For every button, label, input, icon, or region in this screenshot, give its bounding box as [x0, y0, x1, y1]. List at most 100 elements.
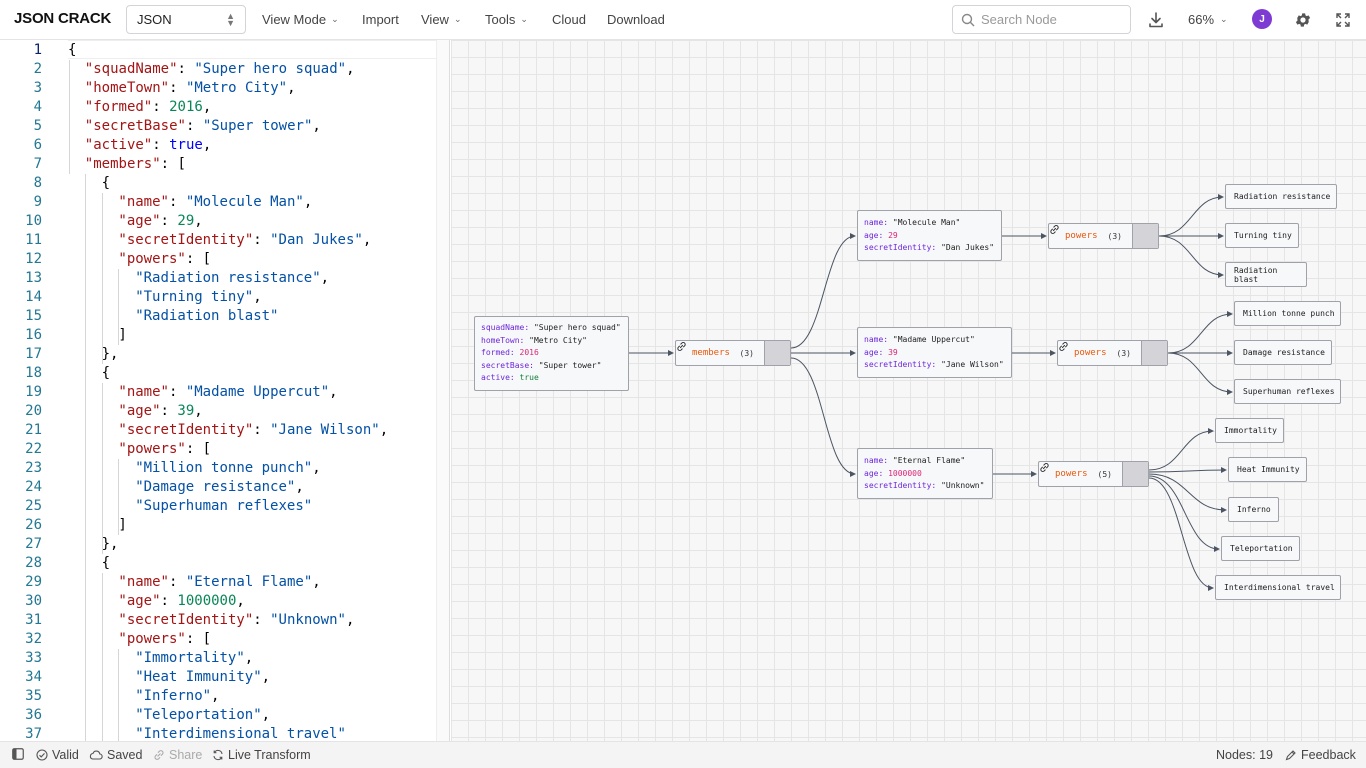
menu-view-mode[interactable]: View Mode⌄ [262, 12, 339, 27]
code-line[interactable]: "name": "Eternal Flame", [118, 573, 320, 592]
node-member-3[interactable]: name: "Eternal Flame" age: 1000000 secre… [857, 448, 993, 499]
format-select[interactable]: JSON ▲▼ [126, 5, 246, 34]
node-leaf[interactable]: Heat Immunity [1228, 457, 1307, 482]
code-line[interactable]: "Radiation blast" [135, 307, 278, 326]
editor-scrollbar[interactable] [436, 40, 449, 741]
search-node-input[interactable] [981, 12, 1121, 27]
code-token: 1000000 [177, 593, 237, 609]
node-powers-3[interactable]: powers (5) [1038, 461, 1149, 487]
link-icon[interactable] [677, 341, 790, 365]
node-member-1[interactable]: name: "Molecule Man" age: 29 secretIdent… [857, 210, 1002, 261]
link-icon[interactable] [1059, 341, 1167, 365]
code-line[interactable]: "secretIdentity": "Unknown", [118, 611, 354, 630]
node-root[interactable]: squadName: "Super hero squad" homeTown: … [474, 316, 629, 391]
code-token: "powers" [118, 631, 186, 647]
node-members[interactable]: members (3) [675, 340, 791, 366]
code-line[interactable]: "Radiation resistance", [135, 269, 329, 288]
code-line[interactable]: "age": 1000000, [118, 592, 244, 611]
menu-view[interactable]: View⌄ [421, 12, 462, 27]
zoom-menu[interactable]: 66%⌄ [1188, 12, 1228, 27]
menu-import[interactable]: Import [362, 12, 399, 27]
code-line[interactable]: "active": true, [85, 136, 211, 155]
node-count: Nodes: 19 [1216, 748, 1273, 762]
code-line[interactable]: "formed": 2016, [85, 98, 211, 117]
code-line[interactable]: }, [102, 345, 119, 364]
node-leaf[interactable]: Superhuman reflexes [1234, 379, 1341, 404]
code-line[interactable]: "Inferno", [135, 687, 219, 706]
code-line[interactable]: { [68, 41, 76, 60]
node-leaf[interactable]: Inferno [1228, 497, 1279, 522]
node-leaf[interactable]: Teleportation [1221, 536, 1300, 561]
graph-canvas[interactable]: squadName: "Super hero squad" homeTown: … [451, 40, 1366, 741]
indent-guide [118, 459, 120, 535]
indent-guide [69, 60, 70, 174]
node-leaf[interactable]: Interdimensional travel [1215, 575, 1341, 600]
code-line[interactable]: "secretBase": "Super tower", [85, 117, 321, 136]
node-row: age: 1000000 [864, 468, 922, 478]
feedback-button[interactable]: Feedback [1285, 748, 1356, 762]
node-leaf[interactable]: Radiation resistance [1225, 184, 1337, 209]
code-line[interactable]: "members": [ [85, 155, 186, 174]
code-area[interactable]: { "squadName": "Super hero squad","homeTo… [68, 40, 436, 741]
code-line[interactable]: "powers": [ [118, 630, 211, 649]
download-icon[interactable] [1146, 10, 1166, 30]
code-line[interactable]: "Million tonne punch", [135, 459, 320, 478]
menu-cloud[interactable]: Cloud [552, 12, 586, 27]
code-line[interactable]: "Turning tiny", [135, 288, 261, 307]
code-token: { [101, 365, 111, 381]
node-leaf[interactable]: Immortality [1215, 418, 1284, 443]
line-number: 32 [25, 631, 42, 647]
sidebar-toggle-icon[interactable] [12, 748, 24, 760]
code-line[interactable]: { [102, 554, 110, 573]
code-token: , [303, 194, 313, 210]
code-line[interactable]: "age": 39, [118, 402, 202, 421]
code-line[interactable]: "name": "Madame Uppercut", [118, 383, 337, 402]
code-token: , [194, 213, 203, 229]
menu-download[interactable]: Download [607, 12, 665, 27]
code-line[interactable]: "Immortality", [135, 649, 253, 668]
code-token: : [152, 99, 170, 115]
code-line[interactable]: "name": "Molecule Man", [118, 193, 312, 212]
code-line[interactable]: "powers": [ [118, 250, 211, 269]
code-line[interactable]: }, [102, 535, 119, 554]
menu-tools[interactable]: Tools⌄ [485, 12, 528, 27]
code-line[interactable]: "Superhuman reflexes" [135, 497, 312, 516]
app-logo[interactable]: JSON CRACK [14, 10, 112, 27]
code-line[interactable]: "Interdimensional travel" [135, 725, 346, 741]
search-node-box[interactable] [952, 5, 1131, 34]
code-line[interactable]: ] [118, 516, 126, 535]
avatar[interactable]: J [1252, 9, 1272, 29]
code-line[interactable]: "Heat Immunity", [135, 668, 270, 687]
node-leaf[interactable]: Radiation blast [1225, 262, 1307, 287]
code-line[interactable]: "squadName": "Super hero squad", [85, 60, 355, 79]
code-line[interactable]: "secretIdentity": "Jane Wilson", [118, 421, 388, 440]
code-token: , [261, 707, 271, 723]
code-line[interactable]: "Damage resistance", [135, 478, 304, 497]
code-line[interactable]: "powers": [ [118, 440, 211, 459]
node-powers-2[interactable]: powers (3) [1057, 340, 1168, 366]
chevron-down-icon: ⌄ [1220, 14, 1228, 24]
node-leaf[interactable]: Damage resistance [1234, 340, 1332, 365]
code-line[interactable]: { [102, 364, 110, 383]
fullscreen-icon[interactable] [1333, 10, 1353, 30]
link-icon[interactable] [1040, 462, 1148, 486]
code-line[interactable]: ] [118, 326, 126, 345]
node-powers-1[interactable]: powers (3) [1048, 223, 1159, 249]
code-line[interactable]: "secretIdentity": "Dan Jukes", [118, 231, 371, 250]
code-line[interactable]: "Teleportation", [135, 706, 270, 725]
node-leaf[interactable]: Turning tiny [1225, 223, 1299, 248]
node-leaf[interactable]: Million tonne punch [1234, 301, 1341, 326]
graph-edge [790, 233, 856, 349]
line-number: 2 [33, 61, 42, 77]
share-button[interactable]: Share [153, 748, 202, 762]
code-line[interactable]: "age": 29, [118, 212, 202, 231]
link-icon [154, 750, 164, 760]
code-line[interactable]: { [102, 174, 110, 193]
live-transform-toggle[interactable]: Live Transform [212, 748, 311, 762]
line-number: 27 [25, 536, 42, 552]
gear-icon[interactable] [1293, 10, 1313, 30]
node-member-2[interactable]: name: "Madame Uppercut" age: 39 secretId… [857, 327, 1012, 378]
code-line[interactable]: "homeTown": "Metro City", [85, 79, 296, 98]
link-icon[interactable] [1050, 224, 1158, 248]
